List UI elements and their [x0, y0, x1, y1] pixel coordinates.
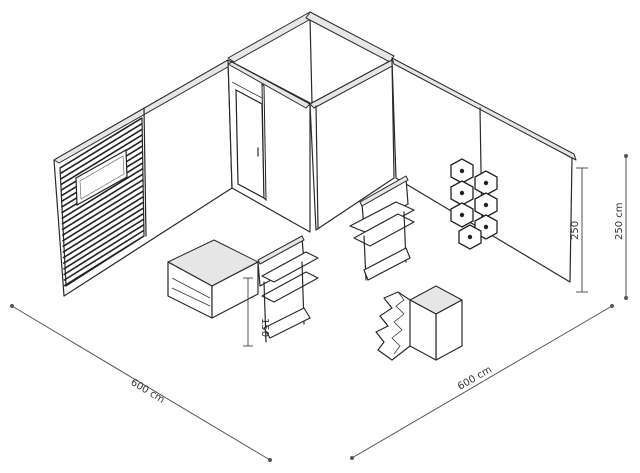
dimension-width-right — [350, 304, 614, 460]
label-height-total: 250 cm — [614, 202, 625, 240]
slat-line — [61, 167, 144, 220]
label-width-left: 600 cm — [128, 377, 166, 406]
center-display-shelf — [349, 175, 415, 281]
slat-line — [62, 195, 144, 248]
cube-joint — [483, 224, 489, 230]
cube-joint — [483, 202, 489, 208]
slat-line — [62, 201, 144, 253]
label-height-shelf: 150 — [259, 318, 270, 337]
slat-line — [60, 134, 143, 186]
slat-line — [63, 229, 145, 282]
slat-line — [62, 207, 144, 259]
slatwall-display-window — [75, 148, 128, 207]
slat-line — [59, 117, 143, 169]
slat-line — [59, 128, 143, 180]
slat-line — [61, 184, 144, 237]
dimension-height-shelf — [243, 277, 253, 347]
storage-room — [227, 11, 397, 233]
storage-door[interactable] — [235, 88, 265, 200]
cube-joint — [467, 234, 473, 240]
reception-counter — [167, 239, 259, 319]
slat-line — [63, 235, 145, 287]
cube-joint — [459, 190, 465, 196]
label-height-wall: 250 — [570, 221, 581, 240]
cube-shelf — [450, 158, 498, 250]
crenellated-counter — [375, 285, 463, 361]
dimension-width-left — [10, 304, 272, 462]
cube-joint — [459, 212, 465, 218]
dimension-height-total — [624, 154, 628, 300]
slatwall-panel — [59, 117, 145, 287]
cube-joint — [459, 168, 465, 174]
slat-line — [63, 218, 145, 270]
slat-line — [61, 173, 144, 225]
slat-line — [59, 122, 143, 175]
front-display-shelf — [257, 235, 319, 343]
dimension-height-wall — [576, 167, 588, 293]
slat-line — [62, 190, 144, 242]
slat-line — [61, 179, 144, 231]
cube-joint — [483, 180, 489, 186]
right-back-wall — [391, 57, 577, 283]
slat-line — [62, 212, 145, 265]
slat-line — [63, 224, 145, 276]
